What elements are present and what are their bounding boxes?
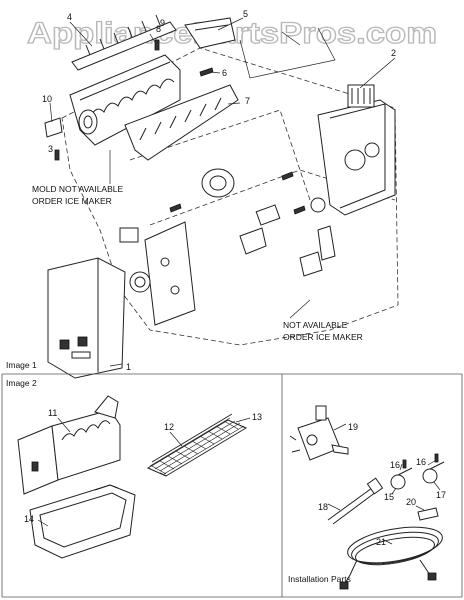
callout-8: 8 <box>156 24 161 34</box>
gear-part <box>129 271 151 293</box>
callout-leaders-image2 <box>37 417 251 527</box>
section-label-image1: Image 1 <box>6 360 37 370</box>
stripper-part <box>124 84 239 161</box>
inlet-tube <box>327 477 384 525</box>
switch-parts <box>239 197 336 277</box>
callout-13: 13 <box>252 412 262 422</box>
callout-leaders-image1 <box>49 17 396 367</box>
assembly-note-line2: ORDER ICE MAKER <box>283 332 363 342</box>
callout-15: 15 <box>384 492 394 502</box>
callout-16-right: 16 <box>416 457 426 467</box>
callout-4: 4 <box>67 12 72 22</box>
callout-7: 7 <box>245 96 250 106</box>
motor-part <box>201 168 235 198</box>
callout-20: 20 <box>406 497 416 507</box>
thermostat-bracket <box>44 117 63 138</box>
ice-bin <box>29 484 136 559</box>
screws <box>54 39 306 215</box>
callout-leaders-installation <box>327 423 441 545</box>
callout-11: 11 <box>48 408 57 418</box>
callout-18: 18 <box>318 502 328 512</box>
callout-1: 1 <box>126 362 131 372</box>
assembly-note-leader <box>289 299 311 319</box>
callout-6: 6 <box>222 68 227 78</box>
callout-16-left: 16 <box>390 460 400 470</box>
ice-maker-assembly <box>17 395 121 495</box>
wire-shelf <box>146 413 248 477</box>
callout-19: 19 <box>348 422 358 432</box>
callout-2: 2 <box>391 48 396 58</box>
front-cover <box>47 257 126 379</box>
supply-line-coil <box>339 526 443 590</box>
mounting-plate <box>119 221 196 326</box>
callout-21: 21 <box>376 537 386 547</box>
mold-note-line1: MOLD NOT AVAILABLE <box>32 184 124 194</box>
ice-mold-part <box>69 54 181 146</box>
callout-10: 10 <box>42 94 52 104</box>
callout-12: 12 <box>164 422 174 432</box>
callout-3: 3 <box>48 144 53 154</box>
mold-note-line2: ORDER ICE MAKER <box>32 196 112 206</box>
shutoff-bracket <box>184 17 236 49</box>
section-label-image2: Image 2 <box>6 378 37 388</box>
clamps <box>390 453 445 521</box>
section-label-installation: Installation Parts <box>288 574 351 584</box>
feeler-wire <box>239 27 336 79</box>
assembly-note-line1: NOT AVAILABLE <box>283 320 348 330</box>
callout-14: 14 <box>24 514 34 524</box>
water-valve <box>289 405 349 461</box>
callout-17: 17 <box>436 490 446 500</box>
callout-5: 5 <box>243 9 248 19</box>
callout-9: 9 <box>160 18 165 28</box>
control-housing <box>317 84 396 216</box>
